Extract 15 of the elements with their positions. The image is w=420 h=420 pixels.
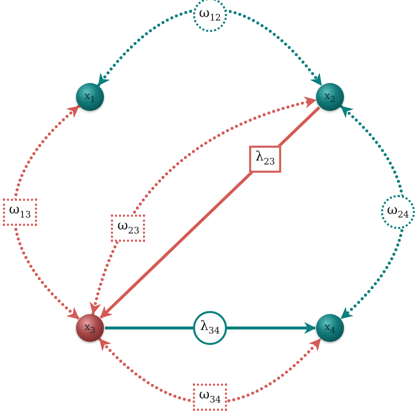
sphere-node: x$_{2}$ — [316, 83, 344, 111]
edge-label: ω$_{34}$ — [192, 384, 228, 410]
sphere-node: x$_{1}$ — [76, 83, 104, 111]
arrow — [340, 105, 406, 320]
edge-label: ω$_{23}$ — [111, 214, 146, 242]
edge-label: ω$_{24}$ — [381, 195, 415, 230]
edge-label: ω$_{13}$ — [2, 198, 38, 226]
edge-label: ω$_{12}$ — [193, 0, 227, 32]
arrow — [12, 105, 80, 320]
sphere-node: x$_{4}$ — [316, 314, 344, 342]
edge-label: λ$_{34}$ — [193, 311, 227, 345]
arrow — [97, 7, 323, 86]
arrow — [98, 338, 322, 404]
sphere-node: x$_{3}$ — [76, 314, 104, 342]
edge-label: λ$_{23}$ — [249, 146, 282, 173]
